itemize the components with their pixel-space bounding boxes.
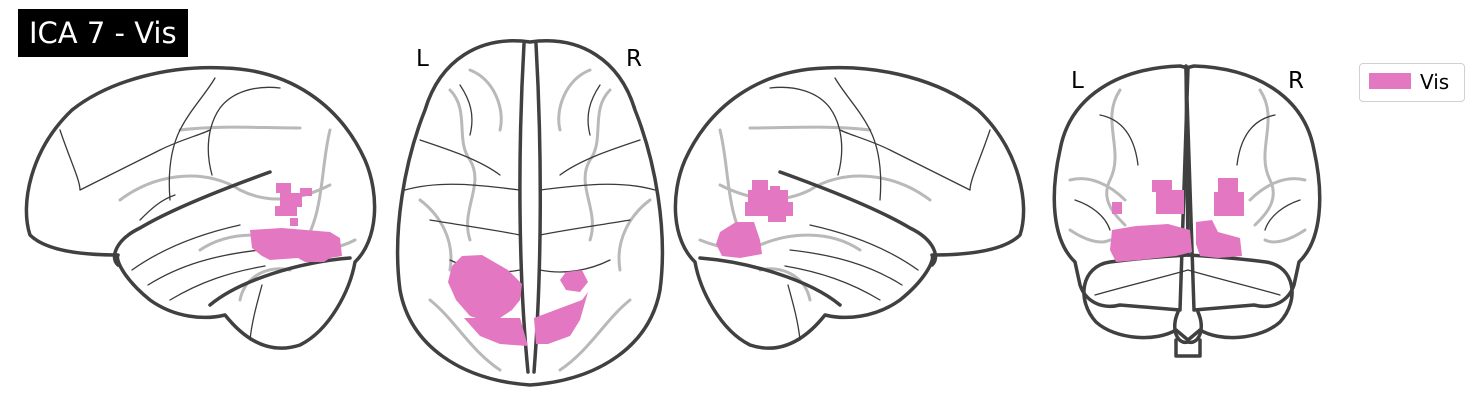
sagittal-right-brain-outline <box>673 65 1026 350</box>
coronal-brainstem <box>1173 310 1203 358</box>
coronal-brain-outline <box>1052 64 1322 312</box>
figure-title: ICA 7 - Vis <box>18 9 188 57</box>
sagittal-right-view <box>673 65 1026 350</box>
sagittal-left-gyri <box>59 77 281 341</box>
legend: Vis <box>1359 63 1465 102</box>
axial-view: L R <box>395 39 665 387</box>
coronal-hemisphere-line <box>1184 64 1190 257</box>
coronal-vis-activation <box>1110 178 1244 262</box>
legend-label-vis: Vis <box>1420 70 1450 94</box>
coronal-ghost-lines <box>1068 88 1307 244</box>
coronal-cerebellum <box>1082 253 1294 342</box>
coronal-left-label: L <box>1071 68 1084 94</box>
axial-right-label: R <box>626 46 642 72</box>
axial-gyri <box>404 84 656 273</box>
coronal-gyri <box>1074 114 1301 296</box>
coronal-right-label: R <box>1288 68 1304 94</box>
sagittal-left-brain-outline <box>24 65 377 350</box>
sagittal-left-view <box>24 65 377 350</box>
sagittal-right-temporal-outline <box>698 170 938 307</box>
sagittal-right-gyri <box>769 77 991 341</box>
sagittal-right-vis-activation <box>716 180 793 258</box>
sagittal-left-temporal-outline <box>112 170 352 307</box>
coronal-view: L R <box>1052 64 1322 358</box>
axial-left-label: L <box>416 46 429 72</box>
legend-swatch-vis <box>1369 73 1411 89</box>
axial-vis-activation <box>448 255 588 346</box>
sagittal-left-vis-activation <box>250 183 342 262</box>
axial-brain-outline <box>395 39 665 387</box>
